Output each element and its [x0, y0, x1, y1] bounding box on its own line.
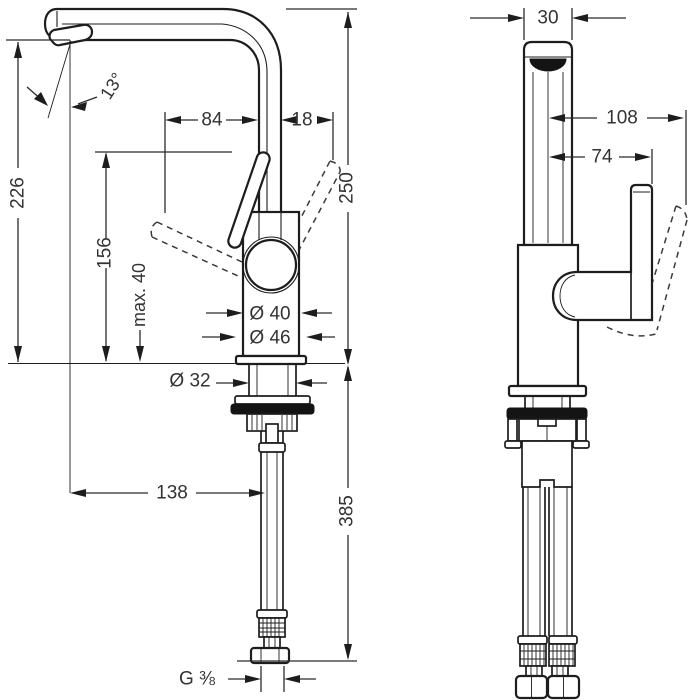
hoses-inner	[527, 487, 568, 636]
tailpiece	[521, 440, 573, 488]
dim-d46-label: Ø 46	[249, 328, 290, 349]
hose-outer	[260, 431, 284, 612]
shank-front	[524, 396, 571, 408]
left-view-side-elevation	[8, 7, 345, 665]
dim-d40-label: Ø 40	[249, 304, 290, 325]
pipe-into-body	[258, 213, 282, 240]
hose-cap-left	[517, 635, 548, 645]
handle-lever	[227, 151, 271, 249]
dim-max40-label: max. 40	[129, 263, 149, 327]
dim-156-label: 156	[95, 237, 116, 269]
dim-30-label: 30	[537, 8, 558, 29]
fixing-screw-stem	[265, 423, 279, 444]
rubber-gasket-front	[506, 407, 588, 420]
hose-crimp	[263, 636, 281, 649]
dim-385-label: 385	[337, 495, 358, 527]
dimension-annotations: 226 13° 84 18 250 156 max. 40	[6, 8, 687, 692]
handle-escutcheon-circle	[242, 236, 300, 294]
dim-108-label: 108	[606, 108, 638, 129]
handle-front	[551, 183, 654, 322]
hose-crimp-left	[525, 665, 543, 677]
handle-swivel-ghost-left	[150, 160, 341, 277]
hose-connector-nut	[249, 646, 291, 665]
hose-inner	[266, 431, 278, 612]
dim-13deg-label: 13°	[96, 69, 128, 103]
spray-angle-line	[47, 40, 72, 119]
handle-collar-contour	[559, 274, 576, 318]
hose-braid-texture	[259, 618, 285, 637]
fixing-screw-head	[258, 442, 286, 453]
hose-crimp-lines-front	[530, 666, 564, 676]
hose-cap-band	[256, 609, 288, 619]
clamp-hook-left	[507, 418, 518, 442]
dim-138-label: 138	[156, 483, 188, 504]
hose-connector-nut-lines	[260, 649, 280, 662]
shank-inner-lines	[256, 364, 289, 397]
dim-d32-label: Ø 32	[169, 371, 210, 392]
clamp-hook-right	[576, 418, 587, 442]
hose-nut-dividers	[531, 677, 564, 697]
dim-250-label: 250	[337, 172, 358, 204]
dim-226-label: 226	[8, 177, 29, 209]
hose-crimp-lines	[268, 637, 276, 648]
clamp-foot-right	[572, 440, 590, 449]
clamp-top-tab	[537, 418, 557, 427]
shank	[248, 364, 297, 397]
mounting-nut-ribs	[251, 415, 293, 430]
spout-contour-line	[62, 23, 268, 212]
dim-thread-label: G ⅜	[179, 669, 215, 690]
base-flange-front	[507, 384, 588, 398]
hose-braid-texture-front	[520, 644, 575, 666]
dim-74-label: 74	[591, 147, 613, 168]
hose-cap-right	[548, 635, 578, 645]
hose-crimp-right	[551, 665, 569, 677]
dim-84-label: 84	[201, 110, 223, 131]
clamp-foot-left	[504, 440, 522, 449]
hoses-outer	[522, 487, 573, 636]
shank-front-inner	[532, 396, 563, 408]
dim-18-label: 18	[291, 110, 312, 131]
aerator-front	[529, 58, 567, 72]
right-view-front-elevation	[504, 40, 688, 700]
base-flange	[234, 354, 308, 366]
deck-washer	[234, 395, 311, 405]
rubber-gasket	[230, 403, 315, 415]
handle-pivot-circle	[244, 238, 298, 292]
